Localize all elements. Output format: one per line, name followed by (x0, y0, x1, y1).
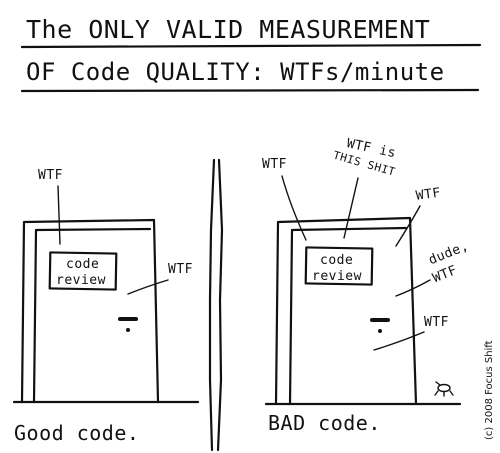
title-underline-2 (20, 88, 480, 93)
title-underline-1 (20, 43, 482, 49)
right-wtf-label-4: WTF (415, 186, 442, 204)
title-line-1: The ONLY VALID MEASUREMENT (26, 15, 430, 44)
right-wtf-label-1: WTF (262, 157, 287, 172)
right-sign-line-1: code (320, 253, 353, 268)
left-caption: Good code. (14, 421, 139, 445)
right-wtf-label-5: dude, (427, 239, 471, 269)
panel-divider (208, 158, 216, 452)
title-line-2: OF Code QUALITY: WTFs/minute (26, 58, 445, 86)
right-door (264, 216, 462, 406)
left-sign-line-2: review (56, 273, 106, 288)
right-sign-line-2: review (312, 269, 362, 284)
copyright-credit: (c) 2008 Focus Shift (484, 340, 495, 440)
right-wtf-label-7: WTF (424, 315, 449, 330)
left-wtf-label-2: WTF (168, 262, 193, 277)
left-door (12, 218, 200, 404)
left-sign-line-1: code (66, 257, 99, 272)
left-wtf-label-1: WTF (38, 168, 63, 183)
right-caption: BAD code. (268, 411, 381, 435)
